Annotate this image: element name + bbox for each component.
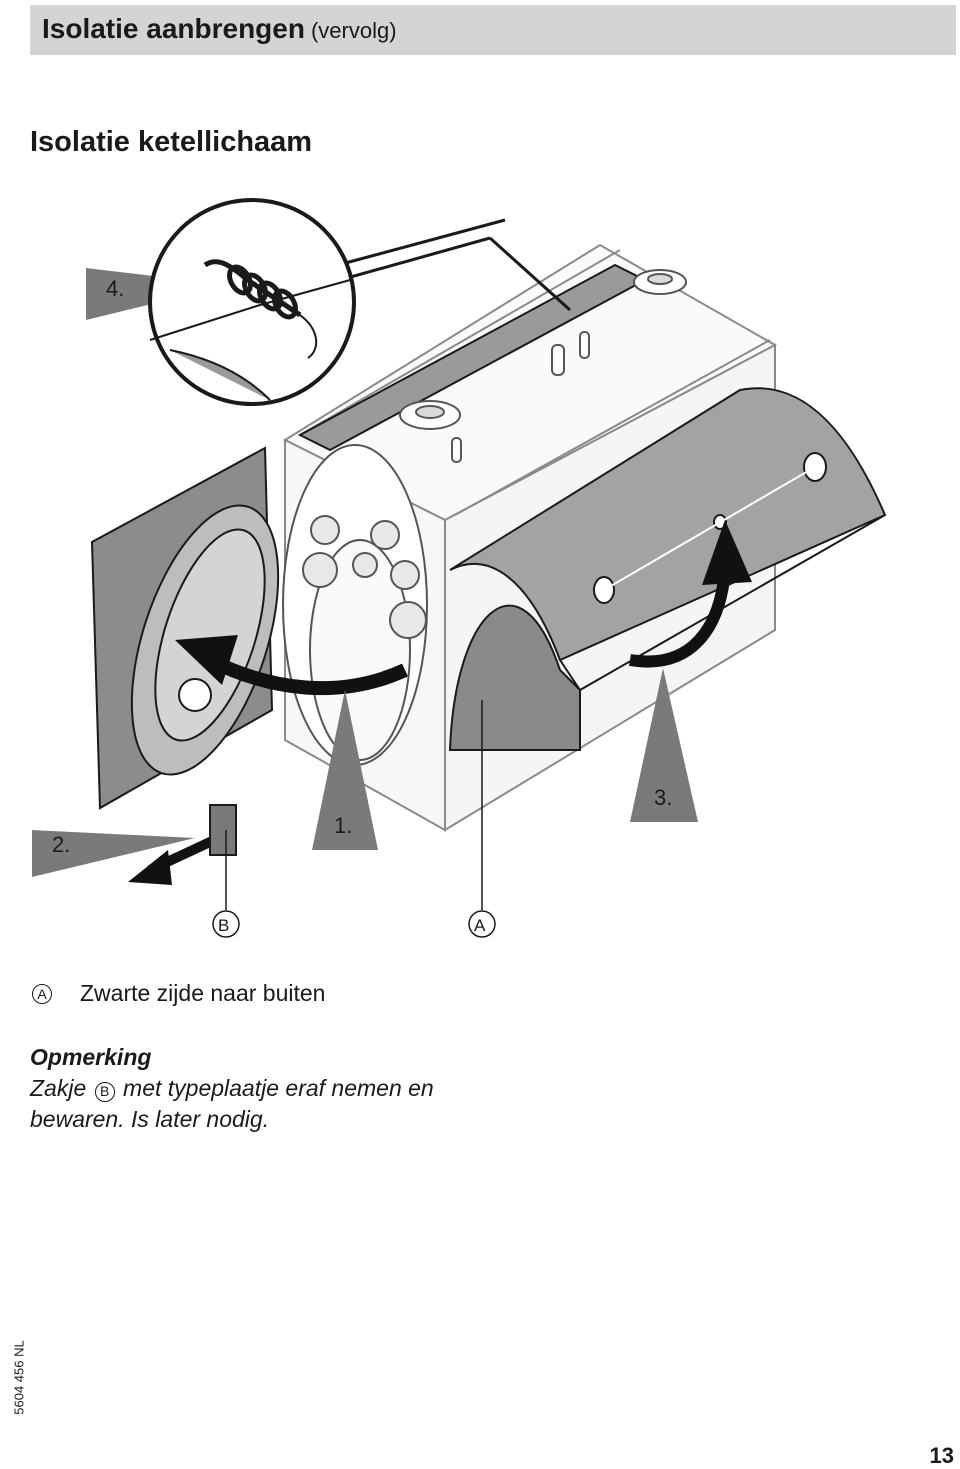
legend-text-a: Zwarte zijde naar buiten [80, 980, 326, 1006]
header-title-text: Isolatie aanbrengen [42, 13, 305, 44]
front-plate [282, 444, 428, 766]
callout-leaders [212, 700, 496, 938]
section-title: Isolatie ketellichaam [30, 126, 313, 158]
header-bar: Isolatie aanbrengen(vervolg) [30, 5, 956, 55]
note-line1-before: Zakje [30, 1075, 87, 1101]
legend-item-a: A Zwarte zijde naar buiten [30, 980, 325, 1007]
document-code: 5604 456 NL [11, 1340, 27, 1415]
header-subtitle: (vervolg) [310, 18, 397, 43]
step-label-2: 2. [52, 832, 70, 857]
insulation-illustration: 1. 2. 3. 4. B A [32, 198, 887, 938]
boiler-door [90, 446, 280, 810]
legend-marker-a: A [32, 983, 52, 1004]
note-title: Opmerking [30, 1044, 152, 1070]
top-flanges [399, 269, 687, 463]
note-block: Opmerking Zakje B met typeplaatje eraf n… [30, 1042, 550, 1135]
step-label-4: 4. [106, 276, 124, 301]
callout-b-label: B [218, 916, 229, 935]
page-number: 13 [929, 1443, 954, 1468]
zoom-detail [148, 198, 572, 406]
motion-arrows [128, 520, 752, 885]
nameplate-bag [209, 804, 237, 856]
page-header-title: Isolatie aanbrengen(vervolg) [42, 13, 397, 45]
note-line1-after: met typeplaatje eraf nemen en [123, 1075, 434, 1101]
callout-a-label: A [474, 916, 486, 935]
note-marker-b: B [94, 1081, 115, 1102]
note-line2: bewaren. Is later nodig. [30, 1106, 270, 1132]
step-label-3: 3. [654, 785, 672, 810]
step-label-1: 1. [334, 813, 352, 838]
